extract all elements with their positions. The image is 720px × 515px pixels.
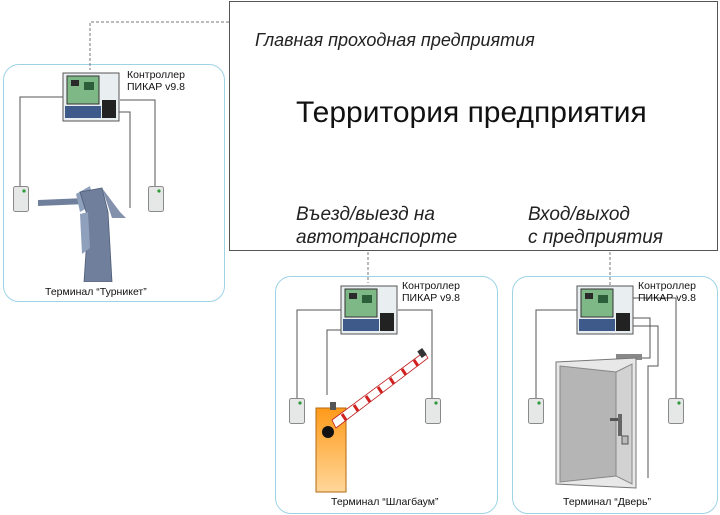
vehicle-zone-caption: Въезд/выезд на автотранспорте [296, 203, 457, 249]
controller-icon [340, 285, 398, 335]
pedestrian-caption-line1: Вход/выход [528, 204, 630, 225]
card-reader-icon [148, 186, 164, 212]
controller-icon [62, 72, 120, 122]
terminal-label-turnstile: Терминал “Турникет” [45, 286, 147, 298]
card-reader-icon [425, 398, 441, 424]
territory-box [229, 1, 718, 251]
door-icon [555, 354, 642, 489]
controller-icon [576, 285, 634, 335]
turnstile-wires [19, 96, 156, 208]
card-reader-icon [528, 398, 544, 424]
card-reader-icon [668, 398, 684, 424]
terminal-label-barrier: Терминал “Шлагбаум” [331, 496, 439, 508]
main-gate-connector [89, 21, 229, 70]
barrier-icon [315, 348, 429, 493]
main-gate-caption: Главная проходная предприятия [255, 30, 535, 50]
terminal-label-door: Терминал “Дверь” [563, 496, 651, 508]
card-reader-icon [13, 186, 29, 212]
turnstile-icon [38, 186, 126, 282]
pedestrian-zone-caption: Вход/выход с предприятия [528, 203, 663, 249]
territory-title: Территория предприятия [296, 96, 647, 129]
vehicle-caption-line1: Въезд/выезд на [296, 204, 435, 225]
card-reader-icon [289, 398, 305, 424]
pedestrian-caption-line2: с предприятия [528, 227, 663, 248]
vehicle-caption-line2: автотранспорте [296, 227, 458, 248]
